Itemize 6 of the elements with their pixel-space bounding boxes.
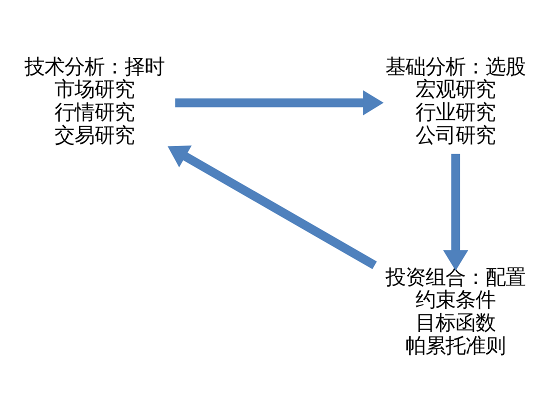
node-text: 基础分析：选股 宏观研究 行业研究 公司研究 xyxy=(386,54,526,147)
node-text: 技术分析：择时 市场研究 行情研究 交易研究 xyxy=(24,54,164,147)
node-text: 投资组合：配置 约束条件 目标函数 帕累托准则 xyxy=(386,264,526,358)
arrow xyxy=(168,146,377,270)
arrow xyxy=(443,154,468,271)
arrow xyxy=(175,90,384,116)
